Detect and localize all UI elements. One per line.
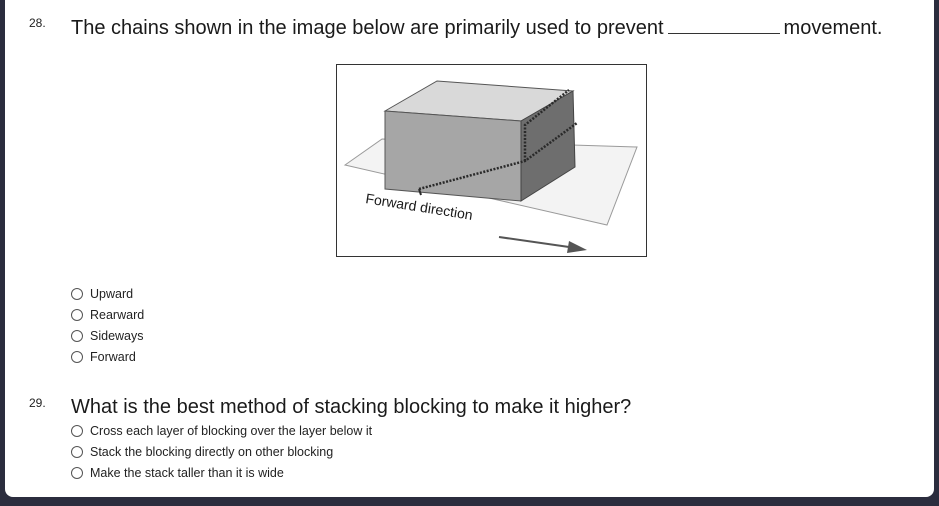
option-rearward[interactable]: Rearward [71,308,144,322]
option-taller-than-wide[interactable]: Make the stack taller than it is wide [71,466,284,480]
box-front [384,110,522,202]
chain-hook [418,188,422,196]
option-sideways[interactable]: Sideways [71,329,144,343]
option-label: Forward [90,350,136,364]
option-label: Rearward [90,308,145,322]
forward-arrow-line [498,236,570,248]
option-cross-layers[interactable]: Cross each layer of blocking over the la… [71,424,372,438]
cargo-chain-figure: Forward direction [336,64,647,257]
radio-button[interactable] [71,288,83,300]
option-label: Sideways [90,329,144,343]
question-number: 29. [29,396,46,410]
radio-button[interactable] [71,467,83,479]
option-stack-directly[interactable]: Stack the blocking directly on other blo… [71,445,333,459]
option-label: Cross each layer of blocking over the la… [90,424,373,438]
answer-blank [667,32,780,34]
forward-arrow-head [567,241,587,253]
radio-button[interactable] [71,446,83,458]
option-upward[interactable]: Upward [71,287,133,301]
radio-button[interactable] [71,330,83,342]
question-text: What is the best method of stacking bloc… [71,396,632,418]
radio-button[interactable] [71,425,83,437]
question-text: The chains shown in the image below are … [71,17,882,40]
option-forward[interactable]: Forward [71,350,136,364]
radio-button[interactable] [71,309,83,321]
question-text-before: The chains shown in the image below are … [71,17,664,39]
question-text-after: movement. [783,17,883,39]
question-number: 28. [29,16,46,30]
radio-button[interactable] [71,351,83,363]
option-label: Upward [90,287,134,301]
quiz-sheet: 28. The chains shown in the image below … [5,0,934,497]
option-label: Make the stack taller than it is wide [90,466,284,480]
chain-top [523,89,570,161]
option-label: Stack the blocking directly on other blo… [90,445,334,459]
cargo-illustration: Forward direction [343,80,638,253]
